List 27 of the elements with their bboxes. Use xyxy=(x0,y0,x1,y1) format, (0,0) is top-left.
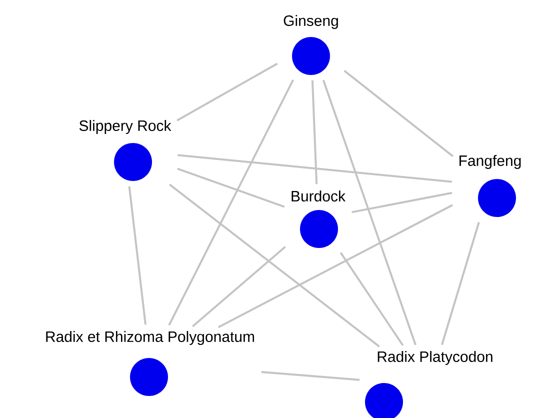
connector-line xyxy=(177,168,285,208)
connector-line xyxy=(178,154,452,183)
network-node: Burdock xyxy=(292,190,346,248)
connector-line xyxy=(176,62,278,122)
connector-line xyxy=(322,80,416,346)
node-label: Burdock xyxy=(292,190,346,202)
network-node: Radix Platycodon xyxy=(365,351,492,418)
network-node: Slippery Rock xyxy=(79,120,172,181)
connector-line xyxy=(311,80,318,184)
network-node: Ginseng xyxy=(284,15,338,75)
node-label: Radix Platycodon xyxy=(378,350,492,365)
node-label: Fangfeng xyxy=(460,155,521,169)
node-label: Radix et Rhizoma Polygonatum xyxy=(46,330,254,345)
connector-line xyxy=(440,222,480,346)
connector-line xyxy=(168,79,294,326)
connector-line xyxy=(340,252,404,346)
connector-line xyxy=(192,246,286,328)
node-label: Slippery Rock xyxy=(79,120,172,134)
connector-line xyxy=(352,192,452,214)
connector-line xyxy=(128,186,146,325)
network-node: Fangfeng xyxy=(460,155,521,217)
connector-line xyxy=(168,184,380,348)
connector-line xyxy=(344,70,454,158)
network-node: Radix et Rhizoma Polygonatum xyxy=(46,331,254,396)
node-label: Ginseng xyxy=(284,15,338,29)
connector-line xyxy=(261,370,360,381)
connector-line xyxy=(218,204,453,328)
